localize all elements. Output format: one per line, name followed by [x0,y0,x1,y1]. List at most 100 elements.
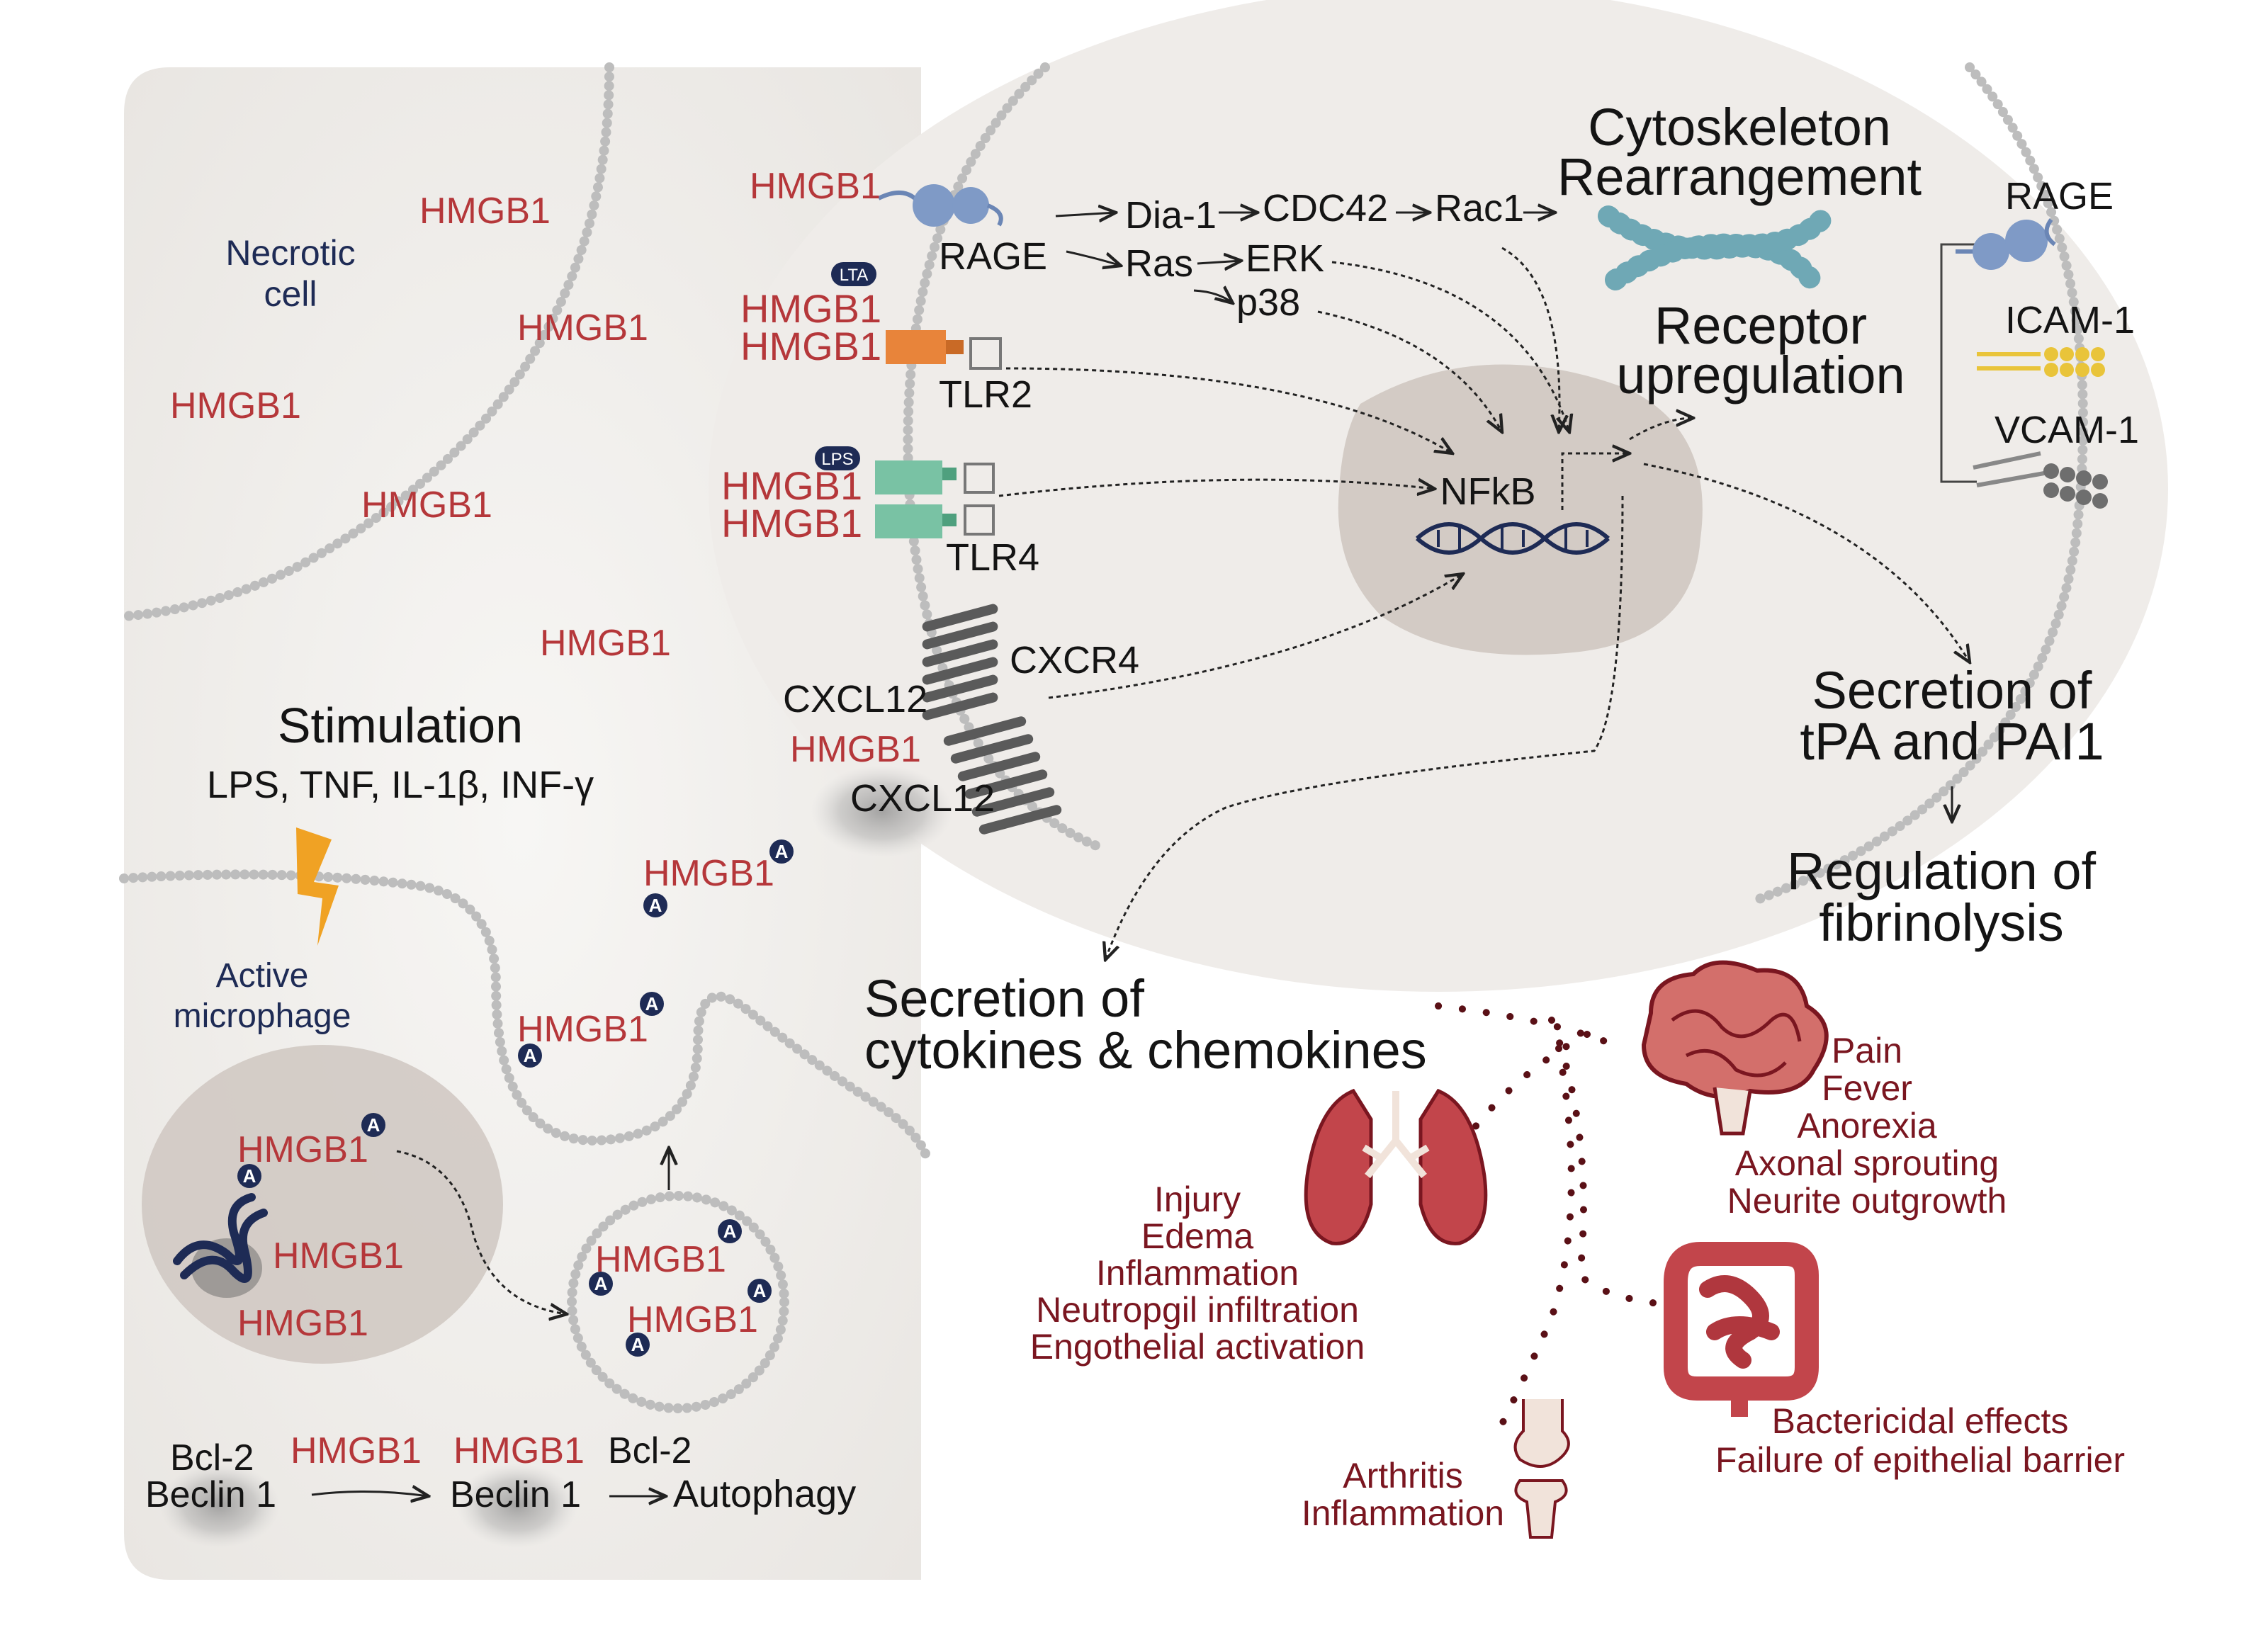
arrow-rage-erk-cyto [1501,247,1559,432]
cytokines-block: Secretion of cytokines & chemokines [864,969,1427,1080]
receptor-upregulation-title-2: upregulation [1616,346,1905,405]
colon-icon [1664,1242,1819,1401]
vcam1-icon [1973,451,2108,509]
hmgb1-rage: HMGB1 [750,166,881,207]
hmgb1-free: HMGB1 [540,623,671,664]
actin-filament-icon [1598,202,1839,294]
fibrinolysis-title-1: Regulation of [1787,842,2097,900]
nfkb-arrows [998,247,1970,960]
beclin1-label-2: Beclin 1 [450,1474,581,1515]
lung-effect-4: Neutropgil infiltration [1036,1290,1359,1330]
tlr4-box-2 [964,504,995,536]
cxcl12-label-2: CXCL12 [850,777,995,820]
hmgb1-vesicle-2: HMGB1 [627,1299,758,1340]
brain-effects: Pain Fever Anorexia Axonal sprouting Neu… [1727,1031,2007,1221]
connector-brain [1435,1002,1626,1052]
hmgb1-tlr4-2: HMGB1 [721,501,862,545]
ras-label: Ras [1125,242,1193,285]
nucleus-to-vesicle-arrow [396,1150,567,1314]
bcl2-label-2: Bcl-2 [608,1430,692,1471]
lung-left-icon [1304,1088,1373,1245]
dna-rungs [1437,527,1589,550]
acetyl-badge-icon: A [640,992,664,1016]
tlr4-box [964,463,995,494]
hmgb1-nucleus-acetyl: HMGB1 [237,1129,368,1170]
fibrinolysis-title-2: fibrinolysis [1819,893,2063,952]
bcl2-label-1: Bcl-2 [170,1437,254,1478]
rage-label: RAGE [939,235,1047,278]
joint-effect-2: Inflammation [1302,1493,1504,1533]
acetyl-badges: A A A A A A A A A A [237,839,794,1357]
vcam1-label: VCAM-1 [1995,409,2139,451]
macrophage-nucleus: HMGB1 HMGB1 HMGB1 [142,1045,567,1364]
hmgb1-tlr4-1: HMGB1 [721,463,862,508]
gut-organ [1664,1242,1819,1417]
svg-text:A: A [524,1045,537,1066]
cytoskeleton-title-1: Cytoskeleton [1588,98,1891,157]
right-cell-nucleus: NFkB [1338,364,1703,655]
cloud-blob [159,1463,280,1548]
hmgb1-necrotic-4: HMGB1 [361,485,492,526]
organ-connectors [1435,1002,1661,1442]
hmgb1-secreted-2: HMGB1 [517,1009,648,1050]
active-macrophage-label-1: Active [216,957,309,995]
hmgb1-necrotic-1: HMGB1 [419,191,551,232]
lung-right-icon [1418,1088,1488,1245]
cytoskeleton-block: Cytoskeleton Rearrangement Receptor upre… [1557,98,2139,509]
joint-organ [1513,1399,1570,1539]
tlr4-stem [942,468,957,480]
necrotic-cell: Necrotic cell HMGB1 HMGB1 HMGB1 HMGB1 HM… [170,191,671,664]
tlr4-label: TLR4 [946,536,1039,579]
small-intestine-icon [1699,1275,1780,1369]
brain-icon [1641,960,1829,1099]
brain-effect-2: Fever [1822,1068,1912,1108]
hmgb1-secreted-1: HMGB1 [643,853,774,894]
arrow-rage-dia1 [1055,213,1116,216]
arrow-erk-nfkb [1331,261,1569,432]
receptors: HMGB1 RAGE LTA HMGB1 HMGB1 TLR2 LPS HMGB… [721,166,1139,857]
hmgb1-vesicle-1: HMGB1 [595,1239,726,1280]
acetyl-badge-icon: A [589,1272,613,1296]
stimulation-agents: LPS, TNF, IL-1β, INF-γ [207,764,594,806]
connector-gut [1548,1017,1661,1307]
tlr4-receptor-icon-2 [875,504,942,538]
gut-effects: Bactericidal effects Failure of epitheli… [1715,1401,2125,1480]
svg-text:A: A [753,1280,767,1301]
tlr2-receptor-icon [886,330,946,364]
joint-effect-1: Arthritis [1343,1456,1462,1495]
cloud-blob [457,1463,577,1548]
acetyl-badge-icon: A [518,1044,542,1068]
cxcr4-receptor-icon [922,604,1062,835]
cxcl12-label-1: CXCL12 [783,678,927,720]
receptor-upregulation-title-1: Receptor [1654,296,1867,355]
arrow-p38-nfkb [1317,310,1502,432]
autophagy-label: Autophagy [673,1473,856,1515]
tlr4-receptor-icon [875,460,942,494]
right-cell-membrane-right [1752,62,2088,905]
tlr2-box [969,337,1002,370]
gut-effect-2: Failure of epithelial barrier [1715,1440,2125,1480]
tlr2-stem [946,340,964,354]
rage-receptor-icon [877,184,1003,227]
active-macrophage-label-2: microphage [174,997,351,1035]
rage-right-label: RAGE [2005,175,2114,217]
erk-label: ERK [1246,237,1324,280]
icam1-label: ICAM-1 [2005,299,2135,341]
vesicle-contents: HMGB1 HMGB1 HMGB1 HMGB1 [517,853,774,1340]
brainstem-icon [1713,1087,1752,1136]
lung-effect-1: Injury [1154,1180,1241,1219]
arrow-tlr4-nfkb [998,480,1435,497]
arrow-nfkb-cytokines [1105,495,1624,960]
brain-folds [1671,1009,1802,1078]
arrow-ras-erk [1197,261,1241,264]
acetyl-badge-icon: A [361,1113,385,1137]
hmgb1-cxcl12: HMGB1 [790,729,921,770]
autophagy-pathway: Bcl-2 Beclin 1 HMGB1 HMGB1 Bcl-2 Beclin … [145,1430,856,1548]
cytokines-title-1: Secretion of [864,969,1144,1028]
nfkb-label: NFkB [1440,470,1536,513]
brain-effect-3: Anorexia [1797,1106,1937,1146]
lung-organ [1304,1088,1488,1245]
brain-effect-4: Axonal sprouting [1735,1143,1999,1183]
